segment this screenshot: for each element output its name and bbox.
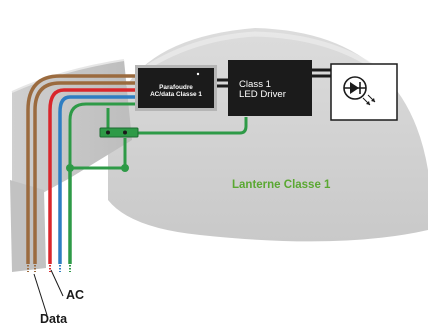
mounting-arm <box>12 60 132 200</box>
data-leader-line <box>33 273 48 316</box>
lantern-dome-highlight <box>138 31 380 75</box>
earth-bus-terminal-2 <box>123 130 127 135</box>
surge-arrester-box <box>138 68 214 108</box>
earth-bus-bar <box>99 127 139 138</box>
led-driver-title: Class 1 LED Driver <box>239 78 286 100</box>
wire-green-to-arrester <box>68 102 135 168</box>
wire-red <box>48 88 138 264</box>
led-diode-icon <box>343 76 376 106</box>
wire-blue <box>58 95 138 264</box>
led-driver-box <box>228 60 312 116</box>
earth-junction-dot <box>121 164 129 172</box>
lanterne-title: Lanterne Classe 1 <box>232 179 331 191</box>
wire-ends <box>27 265 71 272</box>
mounting-arm-edge <box>11 59 125 93</box>
surge-arrester-led <box>196 72 200 76</box>
wire-green-to-driver <box>136 117 248 135</box>
wire-brown-inner <box>33 81 138 264</box>
wire-brown-outer <box>26 74 138 264</box>
data-label: Data <box>40 312 68 326</box>
earth-junction-dot <box>66 164 74 172</box>
surge-arrester-title: Parafoudre AC/data Classe 1 <box>150 84 202 99</box>
ac-label: AC <box>66 288 85 302</box>
ac-leader-line <box>50 269 64 297</box>
earth-bus-terminal-1 <box>106 130 110 135</box>
